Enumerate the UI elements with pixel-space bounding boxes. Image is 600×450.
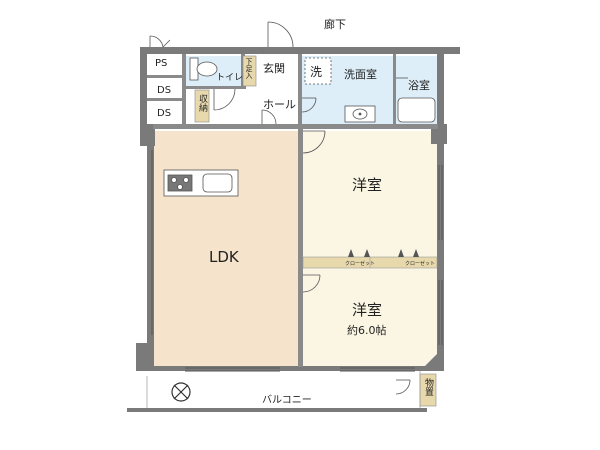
windows xyxy=(151,150,443,372)
toilet-fixture xyxy=(189,57,218,81)
entrance-label: 玄関 xyxy=(263,61,285,75)
washer-label: 洗 xyxy=(310,65,322,79)
shoe-box xyxy=(242,55,257,87)
outer-walls xyxy=(127,47,460,412)
western-room-1-floor xyxy=(302,131,437,257)
ds-label-1: DS xyxy=(157,85,171,96)
compass-icon xyxy=(171,382,191,402)
balcony-label: バルコニー xyxy=(262,394,312,406)
toilet-label: トイレ xyxy=(216,73,243,83)
balcony-rails xyxy=(146,371,421,408)
storage-box xyxy=(194,89,210,123)
outdoor-storage-label: 物置 xyxy=(423,377,434,396)
corridor-label: 廊下 xyxy=(324,17,346,31)
western-room-1-label: 洋室 xyxy=(352,176,382,194)
wash-basin xyxy=(344,105,376,123)
shoe-box-label: 下足入 xyxy=(245,58,253,79)
closet-label-1: クローゼット xyxy=(345,260,375,267)
door-swings xyxy=(149,21,411,395)
ldk-label: LDK xyxy=(209,248,240,266)
closet-door-markers xyxy=(348,249,419,257)
hall-label: ホール xyxy=(263,98,296,111)
room-2-size-label: 約6.0帖 xyxy=(347,323,387,337)
ds-label-2: DS xyxy=(157,108,171,119)
washroom-label: 洗面室 xyxy=(344,67,377,81)
ps-label: PS xyxy=(155,58,167,69)
western-room-2-label: 洋室 xyxy=(352,301,382,319)
kitchen-counter xyxy=(163,169,239,197)
washer-pan xyxy=(304,57,332,85)
western-room-2-floor xyxy=(302,268,437,366)
bathtub xyxy=(397,97,436,123)
storage-label: 収納 xyxy=(197,93,208,113)
bathroom-label: 浴室 xyxy=(408,78,430,92)
closet-label-2: クローゼット xyxy=(405,260,435,267)
